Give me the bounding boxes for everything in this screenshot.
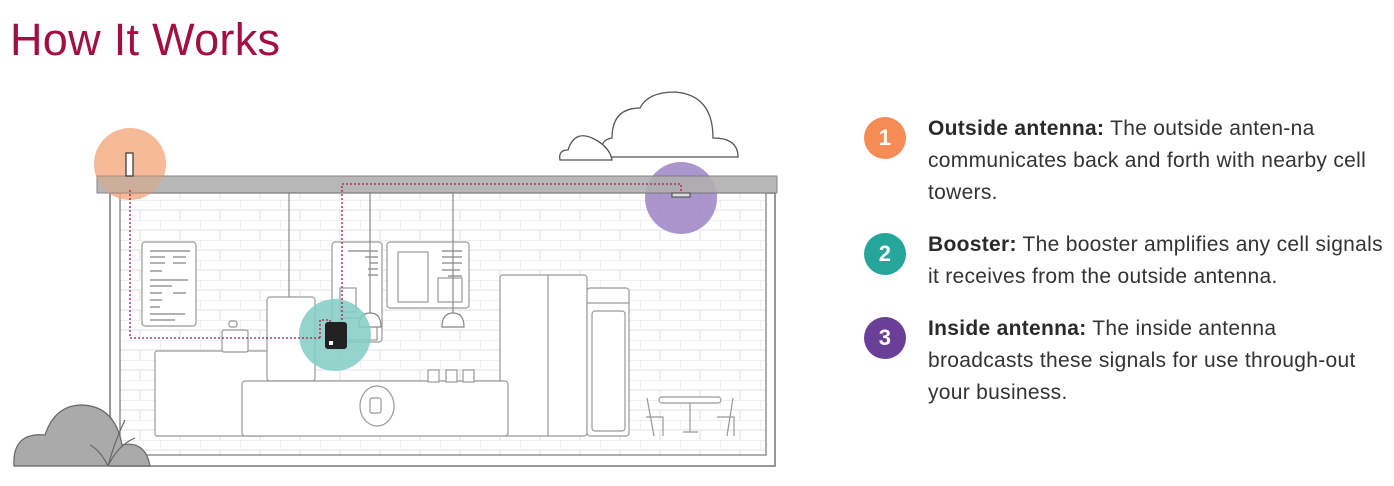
step-outside-antenna: 1 Outside antenna: The outside anten-na … — [864, 113, 1384, 209]
step-number-badge: 3 — [864, 317, 906, 359]
step-booster: 2 Booster: The booster amplifies any cel… — [864, 229, 1384, 293]
booster-icon — [325, 322, 347, 349]
step-heading: Outside antenna: — [928, 117, 1105, 140]
cafe-table — [658, 396, 722, 404]
outside-antenna-icon — [125, 152, 134, 177]
step-description: The outside anten-na communicates back a… — [928, 117, 1367, 204]
step-number-badge: 1 — [864, 117, 906, 159]
step-inside-antenna: 3 Inside antenna: The inside antenna bro… — [864, 313, 1384, 409]
bush-icon — [13, 404, 151, 467]
inside-antenna-signal — [645, 162, 717, 234]
fridge — [499, 274, 588, 437]
inside-antenna-icon — [671, 192, 691, 198]
cloud-icon — [559, 91, 739, 161]
page-title: How It Works — [10, 14, 281, 65]
steps-list: 1 Outside antenna: The outside anten-na … — [864, 113, 1384, 429]
step-heading: Inside antenna: — [928, 317, 1087, 340]
roof — [96, 175, 778, 194]
step-description: The inside antenna broadcasts these sign… — [928, 317, 1356, 404]
step-heading: Booster: — [928, 233, 1017, 256]
step-description: The booster amplifies any cell signals i… — [928, 233, 1383, 288]
building-illustration — [13, 91, 778, 467]
step-number-badge: 2 — [864, 233, 906, 275]
